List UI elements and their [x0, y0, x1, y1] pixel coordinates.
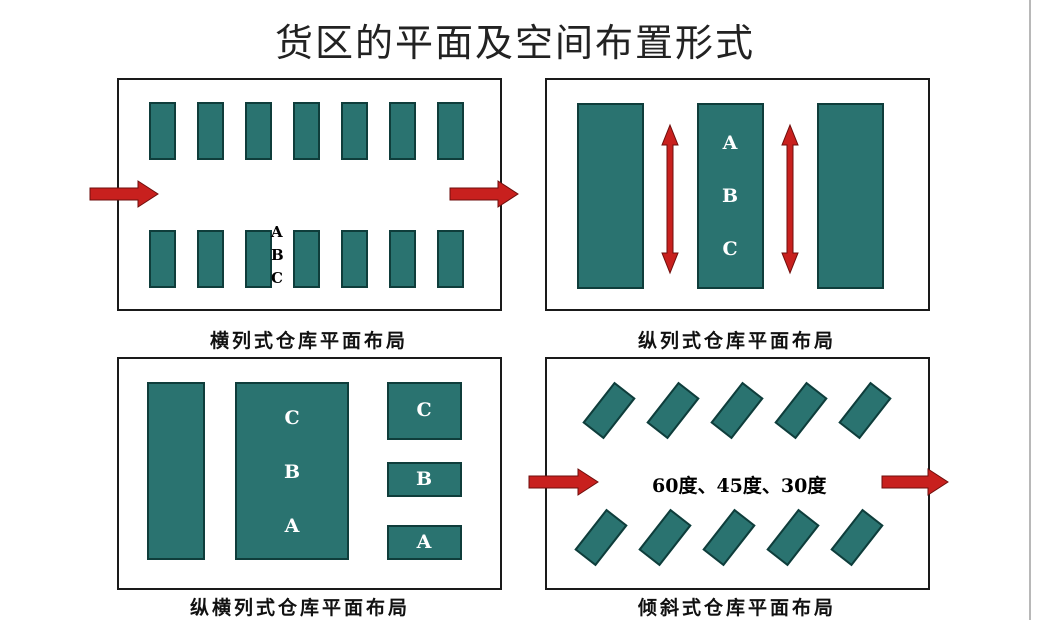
- shelf: [293, 230, 320, 288]
- shelf-label: C: [284, 407, 300, 429]
- shelf-label: B: [415, 468, 433, 490]
- page-title: 货区的平面及空间布置形式: [274, 21, 755, 65]
- shelf-label: B: [283, 461, 301, 483]
- flow-right-arrow: [881, 468, 949, 496]
- flow-right-arrow: [89, 180, 159, 208]
- shelf: [197, 102, 224, 160]
- shelf: [577, 103, 644, 289]
- panel-mixed: C B A C B A: [117, 357, 502, 590]
- shelf: [245, 230, 272, 288]
- shelf: [817, 103, 884, 289]
- caption-inclined: 倾斜式仓库平面布局: [638, 597, 837, 619]
- shelf-label: B: [271, 246, 284, 264]
- shelf: [147, 382, 205, 560]
- shelf: [341, 230, 368, 288]
- shelf-label: B: [721, 185, 739, 207]
- panel-vertical: A B C: [545, 78, 930, 311]
- caption-horizontal: 横列式仓库平面布局: [210, 330, 409, 352]
- shelf: [149, 230, 176, 288]
- shelf: [387, 525, 462, 560]
- panel-inclined: 60度、45度、30度: [545, 357, 930, 590]
- aisle-double-arrow: [781, 123, 799, 275]
- shelf-label: A: [722, 132, 738, 154]
- divider: [1029, 0, 1031, 620]
- shelf-label: A: [416, 531, 432, 553]
- flow-right-arrow: [449, 180, 519, 208]
- aisle-double-arrow: [661, 123, 679, 275]
- shelf: [245, 102, 272, 160]
- panel-horizontal: A B C: [117, 78, 502, 311]
- shelf: [697, 103, 764, 289]
- flow-right-arrow: [528, 468, 599, 496]
- shelf-label: C: [271, 269, 283, 287]
- caption-mixed: 纵横列式仓库平面布局: [190, 597, 411, 619]
- angles-label: 60度、45度、30度: [652, 475, 827, 497]
- shelf: [197, 230, 224, 288]
- shelf: [389, 230, 416, 288]
- shelf: [341, 102, 368, 160]
- shelf: [437, 230, 464, 288]
- shelf: [389, 102, 416, 160]
- shelf-label: A: [284, 515, 300, 537]
- shelf-label: A: [271, 223, 283, 241]
- caption-vertical: 纵列式仓库平面布局: [638, 330, 837, 352]
- shelf: [387, 462, 462, 497]
- shelf: [387, 382, 462, 440]
- shelf: [293, 102, 320, 160]
- shelf-label: C: [416, 399, 432, 421]
- shelf: [437, 102, 464, 160]
- shelf: [235, 382, 349, 560]
- shelf-label: C: [722, 238, 738, 260]
- shelf: [149, 102, 176, 160]
